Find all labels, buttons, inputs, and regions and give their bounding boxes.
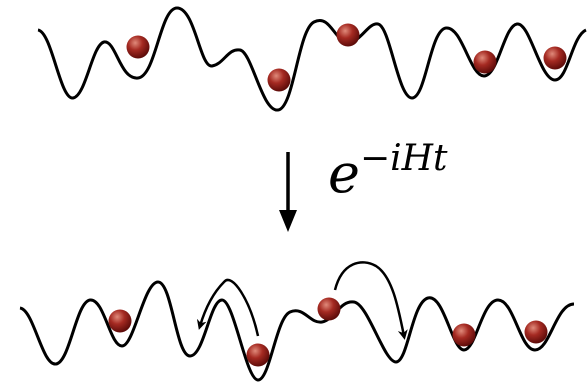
particle	[268, 69, 291, 92]
operator-base: e	[328, 142, 360, 205]
evolved-state-panel	[20, 262, 574, 380]
particle	[247, 344, 270, 367]
hop-arrow-right	[335, 262, 404, 336]
initial-state-panel	[38, 8, 586, 110]
initial-potential-curve	[38, 8, 586, 110]
particle	[109, 310, 132, 333]
particle	[453, 324, 476, 347]
evolved-potential-curve	[20, 282, 574, 380]
time-evolution-arrow	[279, 152, 297, 232]
particle	[544, 47, 567, 70]
evolution-operator-label: e−iHt	[328, 138, 448, 205]
particle	[337, 24, 360, 47]
particle	[127, 36, 150, 59]
operator-exponent: −iHt	[360, 138, 448, 179]
particle	[474, 51, 497, 74]
particle	[525, 321, 548, 344]
particle	[318, 298, 341, 321]
